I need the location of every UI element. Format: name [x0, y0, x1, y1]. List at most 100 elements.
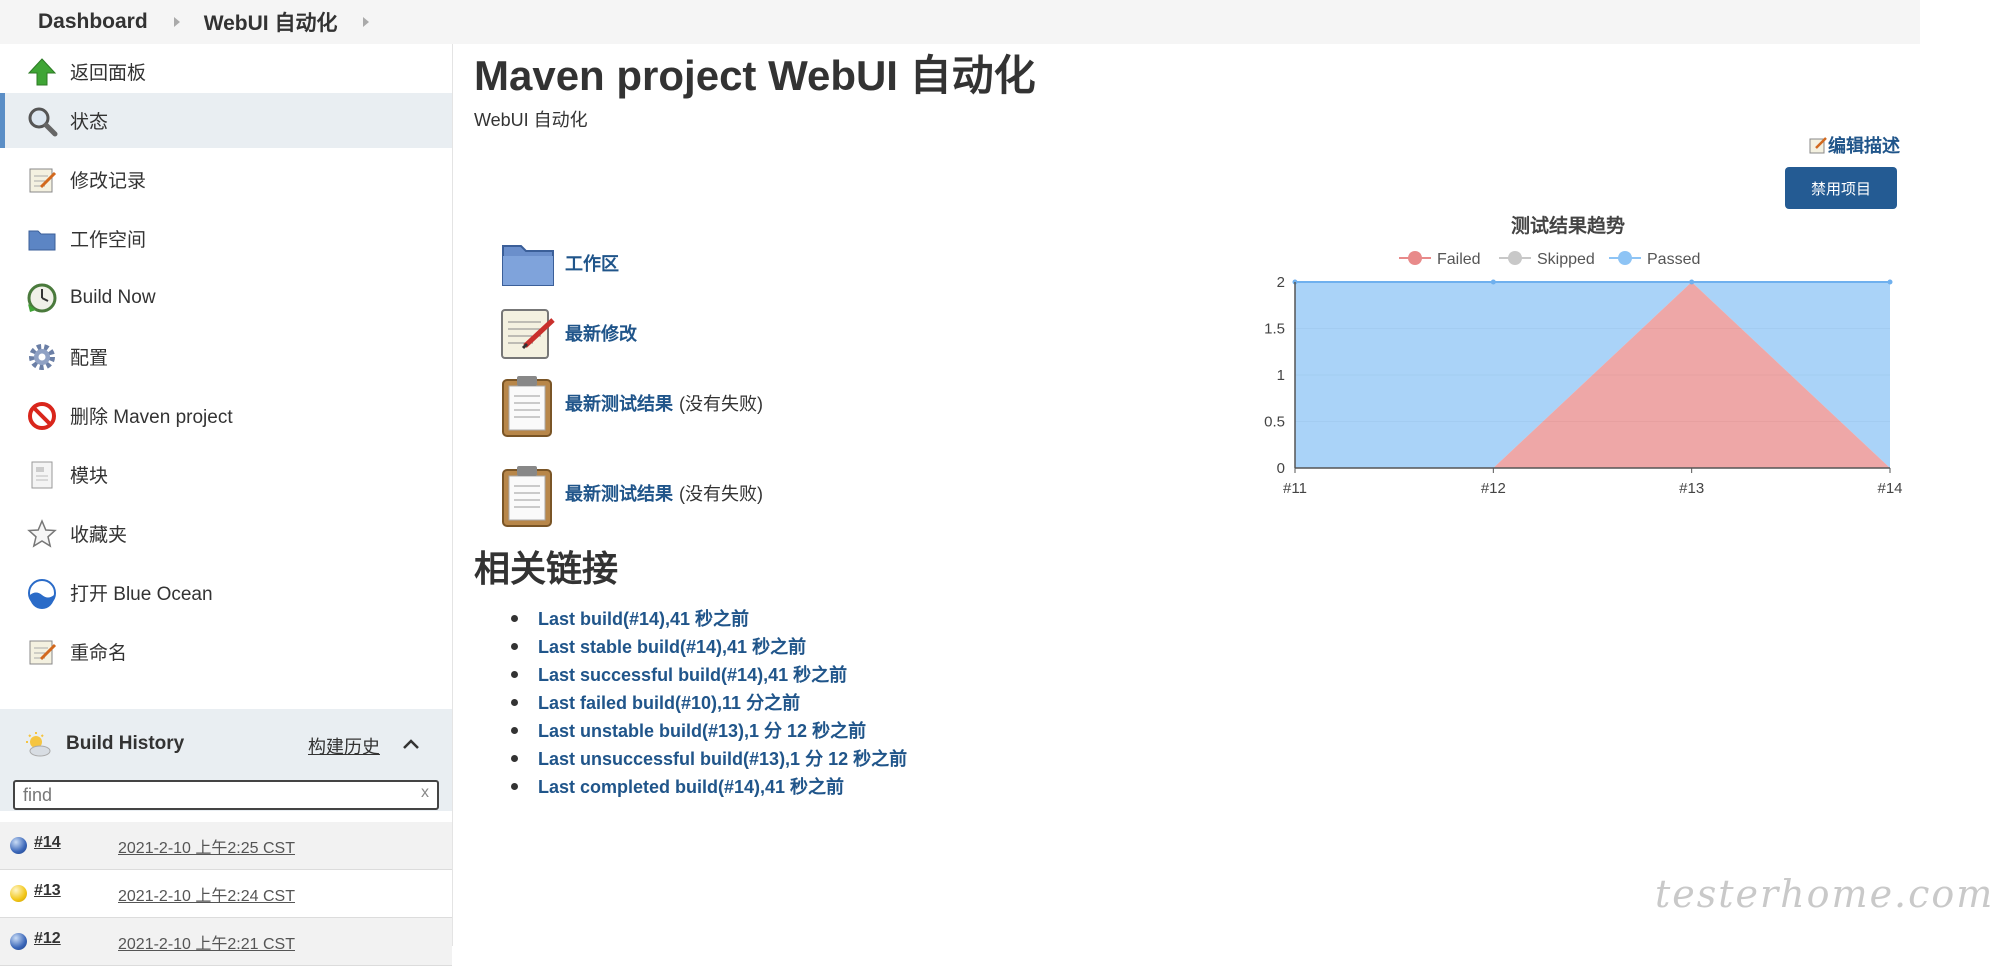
- legend-marker: [1408, 251, 1422, 265]
- link-suffix: (没有失败): [679, 394, 763, 414]
- link-label: 工作区: [565, 254, 619, 274]
- last-completed-build-link[interactable]: Last completed build(#14),41 秒之前: [538, 777, 845, 797]
- breadcrumb-dashboard[interactable]: Dashboard: [38, 10, 148, 33]
- legend-label-passed: Passed: [1647, 251, 1700, 268]
- list-item: Last unsuccessful build(#13),1 分 12 秒之前: [500, 744, 907, 772]
- edit-description-label: 编辑描述: [1828, 136, 1900, 156]
- magnifier-icon: [24, 103, 60, 139]
- y-tick-label: 1: [1277, 367, 1285, 384]
- list-item: Last failed build(#10),11 分之前: [500, 688, 907, 716]
- sidebar-item-label: 返回面板: [70, 63, 147, 84]
- sidebar-item-delete-project[interactable]: 删除 Maven project: [0, 388, 452, 443]
- build-date-link[interactable]: 2021-2-10 上午2:24 CST: [118, 888, 295, 905]
- latest-test-result-link[interactable]: 最新测试结果 (没有失败): [499, 464, 763, 527]
- list-item: Last completed build(#14),41 秒之前: [500, 772, 907, 800]
- last-build-link[interactable]: Last build(#14),41 秒之前: [538, 609, 750, 629]
- clock-icon: [24, 280, 60, 316]
- build-number-link[interactable]: #13: [34, 882, 61, 899]
- build-number-link[interactable]: #14: [34, 834, 61, 851]
- edit-icon: [1809, 137, 1827, 154]
- sidebar-item-blue-ocean[interactable]: 打开 Blue Ocean: [0, 565, 452, 620]
- document-icon: [24, 457, 60, 493]
- notepad-icon: [24, 162, 60, 198]
- sidebar-item-changes[interactable]: 修改记录: [0, 152, 452, 207]
- y-tick-label: 0: [1277, 460, 1285, 477]
- build-history-title: Build History: [66, 733, 185, 754]
- build-history-search-input[interactable]: [13, 780, 439, 810]
- passed-point: [1490, 279, 1496, 285]
- last-failed-build-link[interactable]: Last failed build(#10),11 分之前: [538, 693, 801, 713]
- sidebar-item-label: 收藏夹: [70, 525, 128, 546]
- x-tick-label: #14: [1877, 480, 1902, 497]
- sidebar-item-label: 工作空间: [70, 230, 147, 251]
- failed-area: [1295, 282, 1890, 468]
- last-unsuccessful-build-link[interactable]: Last unsuccessful build(#13),1 分 12 秒之前: [538, 749, 908, 769]
- disable-project-button[interactable]: 禁用项目: [1785, 167, 1897, 209]
- recent-changes-link[interactable]: 最新修改: [499, 304, 637, 362]
- folder-icon: [499, 234, 557, 292]
- edit-description-link[interactable]: 编辑描述: [1808, 132, 1900, 158]
- sidebar-item-label: 修改记录: [70, 171, 147, 192]
- link-label: 最新测试结果: [565, 394, 673, 414]
- legend-marker: [1618, 251, 1632, 265]
- link-label: 最新修改: [565, 324, 637, 344]
- breadcrumb-separator-icon[interactable]: [173, 17, 180, 27]
- last-stable-build-link[interactable]: Last stable build(#14),41 秒之前: [538, 637, 807, 657]
- gear-icon: [24, 339, 60, 375]
- latest-test-result-link[interactable]: 最新测试结果 (没有失败): [499, 374, 763, 437]
- passed-area: [1295, 282, 1890, 468]
- status-blue-ball-icon: [10, 933, 27, 950]
- sidebar-item-label: 状态: [70, 112, 109, 133]
- build-date-link[interactable]: 2021-2-10 上午2:21 CST: [118, 936, 295, 953]
- breadcrumb-separator-icon[interactable]: [363, 17, 370, 27]
- clipboard-icon: [499, 374, 557, 437]
- chevron-up-icon[interactable]: [402, 737, 420, 751]
- y-tick-label: 1.5: [1264, 321, 1285, 338]
- watermark: testerhome.com: [1655, 872, 1994, 916]
- chart-title: 测试结果趋势: [1511, 214, 1625, 237]
- up-arrow-icon: [24, 54, 60, 90]
- sidebar-item-rename[interactable]: 重命名: [0, 624, 452, 679]
- clear-search-button[interactable]: x: [421, 784, 429, 801]
- sidebar-item-label: 重命名: [70, 643, 128, 664]
- legend-label-failed: Failed: [1437, 251, 1481, 268]
- notepad-icon: [24, 634, 60, 670]
- link-label: 最新测试结果: [565, 484, 673, 504]
- build-date-link[interactable]: 2021-2-10 上午2:25 CST: [118, 840, 295, 857]
- last-successful-build-link[interactable]: Last successful build(#14),41 秒之前: [538, 665, 848, 685]
- sidebar-item-modules[interactable]: 模块: [0, 447, 452, 502]
- sidebar-item-build-now[interactable]: Build Now: [0, 270, 452, 325]
- notepad-icon: [499, 304, 557, 362]
- x-tick-label: #11: [1283, 480, 1307, 497]
- status-blue-ball-icon: [10, 837, 27, 854]
- related-links-list: Last build(#14),41 秒之前 Last stable build…: [500, 604, 907, 800]
- sidebar-item-status[interactable]: 状态: [0, 93, 452, 148]
- page-title: Maven project WebUI 自动化: [474, 52, 1036, 99]
- sidebar-item-label: 配置: [70, 348, 109, 369]
- sidebar: 返回面板 状态 修改记录 工作空间 Build Now 配置 删除 Mave: [0, 44, 453, 966]
- passed-point: [1887, 279, 1893, 285]
- y-tick-label: 0.5: [1264, 414, 1285, 431]
- weather-sun-icon: [24, 731, 52, 759]
- no-entry-icon: [24, 398, 60, 434]
- build-trend-link[interactable]: 构建历史: [308, 737, 380, 757]
- breadcrumb: Dashboard WebUI 自动化: [0, 0, 1920, 44]
- sidebar-item-label: 模块: [70, 466, 109, 487]
- build-number-link[interactable]: #12: [34, 930, 61, 947]
- blue-ocean-icon: [24, 575, 60, 611]
- legend-label-skipped: Skipped: [1537, 251, 1595, 268]
- sidebar-item-back-to-dashboard[interactable]: 返回面板: [0, 44, 452, 99]
- breadcrumb-project[interactable]: WebUI 自动化: [203, 12, 338, 35]
- link-suffix: (没有失败): [679, 484, 763, 504]
- sidebar-item-workspace[interactable]: 工作空间: [0, 211, 452, 266]
- related-links-title: 相关链接: [474, 548, 619, 589]
- sidebar-item-favorite[interactable]: 收藏夹: [0, 506, 452, 561]
- list-item: Last stable build(#14),41 秒之前: [500, 632, 907, 660]
- workspace-link[interactable]: 工作区: [499, 234, 619, 292]
- last-unstable-build-link[interactable]: Last unstable build(#13),1 分 12 秒之前: [538, 721, 867, 741]
- legend-marker: [1508, 251, 1522, 265]
- list-item: Last build(#14),41 秒之前: [500, 604, 907, 632]
- x-tick-label: #12: [1481, 480, 1506, 497]
- sidebar-item-configure[interactable]: 配置: [0, 329, 452, 384]
